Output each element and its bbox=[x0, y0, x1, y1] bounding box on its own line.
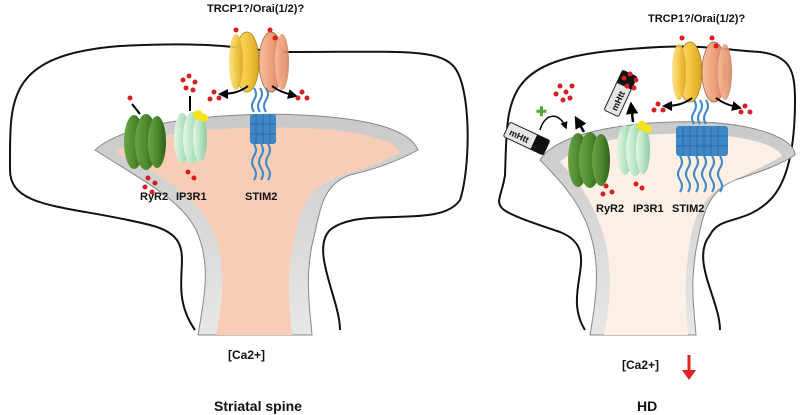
right-plus-icon: ✚ bbox=[536, 104, 547, 119]
right-ip3r1-label: IP3R1 bbox=[633, 203, 664, 215]
right-stim2 bbox=[676, 99, 728, 193]
right-stim2-label: STIM2 bbox=[672, 203, 704, 215]
right-mhtt-block-1: mHtt bbox=[503, 122, 550, 156]
down-arrow-icon bbox=[682, 355, 696, 380]
left-stim2 bbox=[250, 87, 276, 181]
right-cytosol-fill bbox=[560, 133, 782, 335]
left-orai-channel bbox=[229, 31, 289, 93]
right-ryr2 bbox=[568, 115, 610, 188]
right-calcium-ions bbox=[553, 35, 753, 197]
right-ryr2-label: RyR2 bbox=[596, 203, 624, 215]
left-calcium-ions bbox=[127, 27, 310, 195]
left-ip3r1 bbox=[174, 96, 208, 164]
left-channel-arrow-right bbox=[271, 85, 298, 99]
right-panel: mHtt ✚ mHtt RyR2 IP3R1 STIM2 TRCP1?/Orai… bbox=[498, 13, 797, 414]
left-ip3r1-label: IP3R1 bbox=[176, 191, 207, 203]
left-ryr2 bbox=[124, 103, 166, 170]
left-channel-arrow-left bbox=[218, 85, 249, 99]
right-channel-arrow-right bbox=[715, 97, 742, 111]
left-cytosol-fill bbox=[115, 127, 400, 335]
right-title: HD bbox=[637, 398, 657, 414]
left-panel: RyR2 IP3R1 STIM2 TRCP1?/Orai(1/2)? [Ca2+… bbox=[8, 3, 469, 414]
left-channel-label: TRCP1?/Orai(1/2)? bbox=[207, 3, 304, 15]
left-calcium-label: [Ca2+] bbox=[228, 348, 265, 362]
right-channel-label: TRCP1?/Orai(1/2)? bbox=[648, 13, 745, 25]
left-title: Striatal spine bbox=[214, 398, 302, 414]
right-calcium-label: [Ca2+] bbox=[622, 358, 659, 372]
right-orai-channel bbox=[672, 41, 732, 103]
left-ryr2-label: RyR2 bbox=[140, 191, 168, 203]
left-stim2-label: STIM2 bbox=[245, 191, 277, 203]
right-mhtt-link-arrow bbox=[539, 115, 568, 131]
right-ip3r1 bbox=[617, 101, 652, 176]
right-channel-arrow-left bbox=[662, 97, 693, 111]
